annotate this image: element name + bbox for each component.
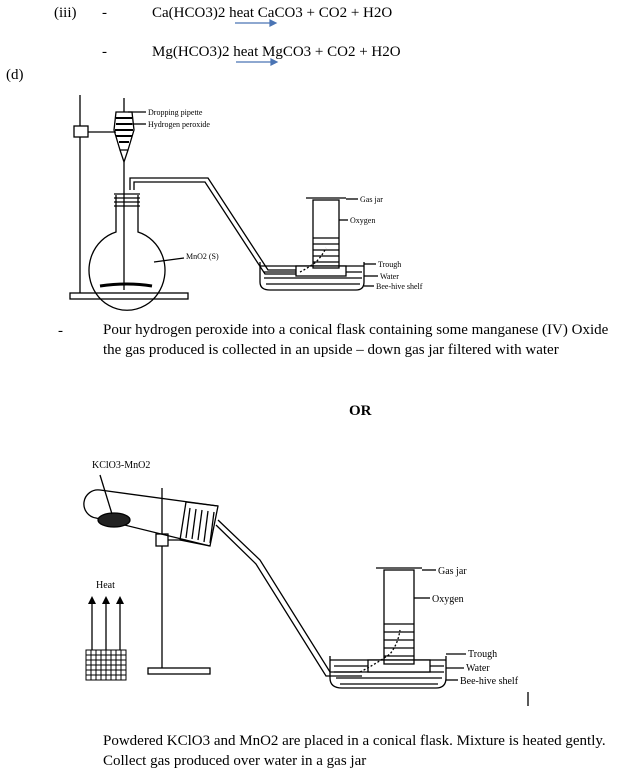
bullet-dash: - — [58, 323, 63, 339]
label-mno2: MnO2 (S) — [186, 252, 219, 261]
bullet-dash: - — [102, 44, 107, 60]
label-oxygen: Oxygen — [432, 594, 464, 605]
label-water: Water — [380, 272, 399, 281]
label-reagent: KClO3-MnO2 — [92, 460, 150, 471]
label-oxygen: Oxygen — [350, 216, 375, 225]
label-trough: Trough — [468, 649, 497, 660]
label-bee-hive-shelf: Bee-hive shelf — [460, 676, 519, 687]
part-label-iii: (iii) — [54, 5, 77, 21]
label-bee-hive-shelf: Bee-hive shelf — [376, 282, 423, 291]
label-hydrogen-peroxide: Hydrogen peroxide — [148, 120, 210, 129]
equation-magnesium: Mg(HCO3)2 heat MgCO3 + CO2 + H2O — [152, 44, 401, 60]
label-trough: Trough — [378, 260, 401, 269]
label-heat: Heat — [96, 580, 115, 591]
label-water: Water — [466, 663, 490, 674]
paragraph-kclo3-method: Powdered KClO3 and MnO2 are placed in a … — [103, 733, 606, 769]
part-label-d: (d) — [6, 67, 24, 83]
label-dropping-pipette: Dropping pipette — [148, 108, 203, 117]
bullet-dash: - — [102, 5, 107, 21]
label-gas-jar: Gas jar — [438, 566, 467, 577]
paragraph-hydrogen-peroxide-method: Pour hydrogen peroxide into a conical fl… — [103, 322, 609, 358]
label-gas-jar: Gas jar — [360, 195, 383, 204]
or-separator: OR — [349, 403, 372, 419]
equation-calcium: Ca(HCO3)2 heat CaCO3 + CO2 + H2O — [152, 5, 393, 21]
